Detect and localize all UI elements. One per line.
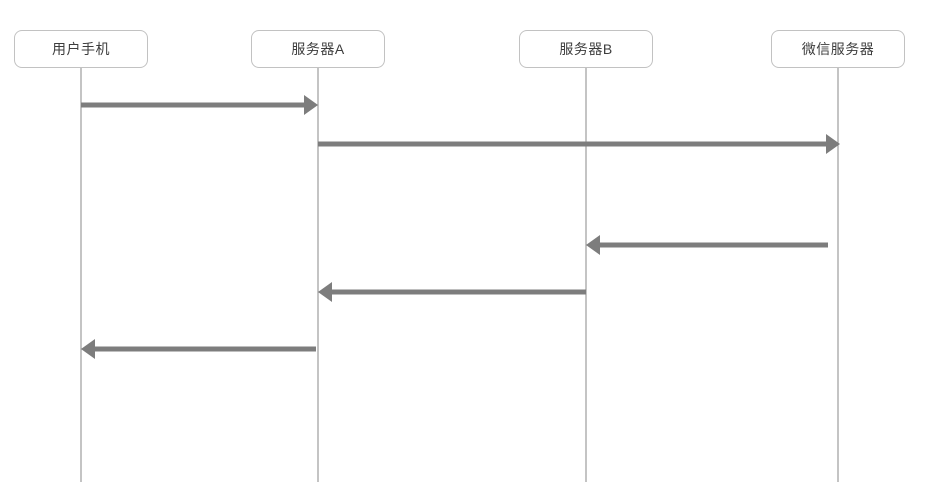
actor-box-wechat-server: 微信服务器	[771, 30, 905, 68]
arrowhead-icon	[826, 134, 840, 154]
actor-label: 服务器A	[291, 41, 345, 57]
message-arrow-5-server-a-to-user-phone	[81, 339, 316, 359]
arrowhead-icon	[586, 235, 600, 255]
message-arrow-2-server-a-to-wechat-server	[318, 134, 840, 154]
actor-label: 用户手机	[52, 41, 110, 57]
actor-label: 微信服务器	[801, 41, 875, 57]
arrowhead-icon	[81, 339, 95, 359]
message-arrow-1-user-phone-to-server-a	[81, 95, 318, 115]
message-arrow-4-server-b-to-server-a	[318, 282, 586, 302]
message-arrow-3-wechat-server-to-server-b	[586, 235, 828, 255]
actor-box-server-a: 服务器A	[251, 30, 385, 68]
actor-box-user-phone: 用户手机	[14, 30, 148, 68]
arrowhead-icon	[304, 95, 318, 115]
actor-box-server-b: 服务器B	[519, 30, 653, 68]
actor-label: 服务器B	[559, 41, 613, 57]
arrowhead-icon	[318, 282, 332, 302]
